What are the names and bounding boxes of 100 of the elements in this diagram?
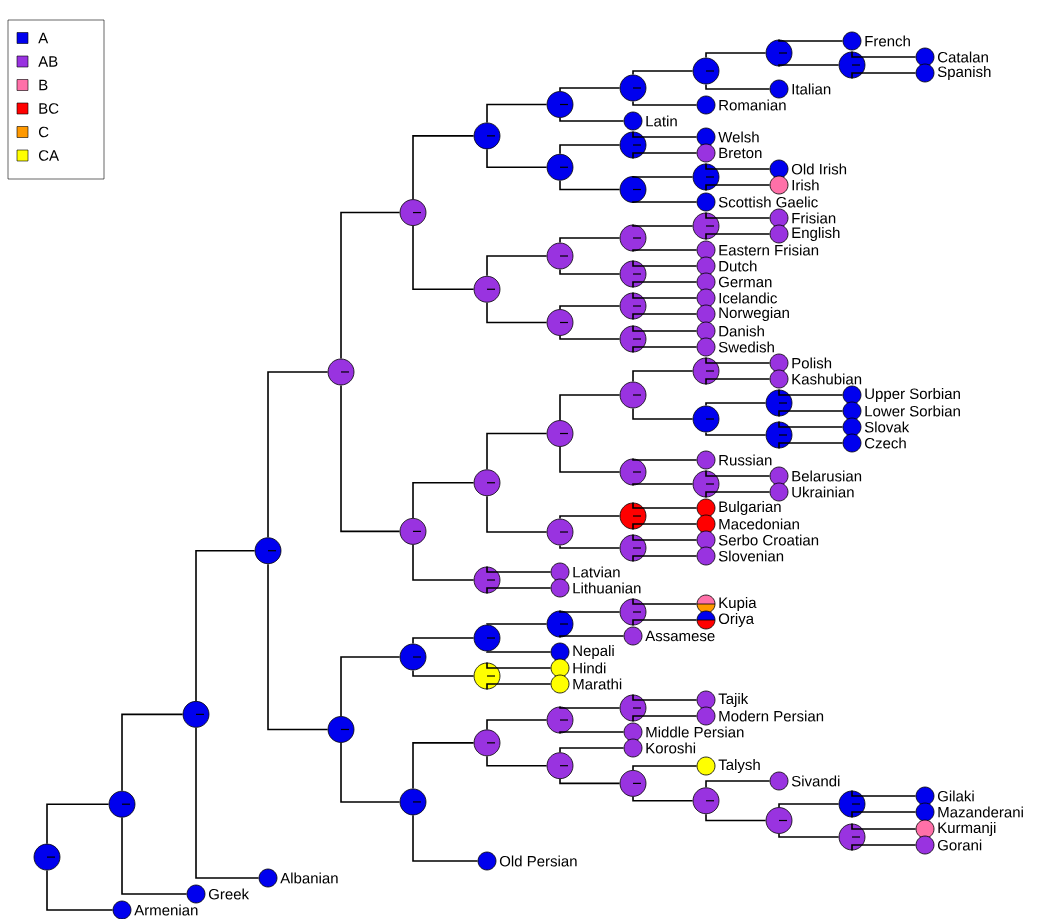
tip-circle <box>696 450 716 470</box>
tip-circle <box>623 722 643 742</box>
tip-label: Latvian <box>573 566 620 578</box>
branch-line <box>632 370 694 383</box>
branch-line <box>778 410 844 418</box>
branch-line <box>559 544 621 549</box>
branch-line <box>778 388 844 396</box>
branch-line <box>121 816 188 895</box>
pie-node <box>473 624 501 652</box>
tip-label: Kurmanji <box>938 822 996 836</box>
branch-line <box>412 481 475 519</box>
pie-node <box>399 518 427 545</box>
tip-circle <box>769 482 789 502</box>
tip-label: Old Persian <box>499 855 577 867</box>
tip-label: Assamese <box>645 630 715 642</box>
tip-circle <box>696 240 716 260</box>
tip-circle <box>112 900 132 919</box>
tip-label: Oriya <box>718 613 755 627</box>
pie-node <box>546 610 574 638</box>
tip-circle <box>915 835 935 855</box>
tip-label: Latin <box>646 115 677 127</box>
pie-node <box>838 790 866 818</box>
branch-line <box>705 469 771 477</box>
tip-circle <box>696 272 716 292</box>
branch-line <box>851 789 917 797</box>
pie-node <box>619 74 647 102</box>
tip-circle <box>769 208 789 228</box>
tip-circle <box>769 466 789 486</box>
branch-line <box>632 715 698 723</box>
tip-label: Slovenian <box>718 550 784 562</box>
branch-line <box>412 814 479 862</box>
pie-node <box>692 212 720 240</box>
legend-label: A <box>38 32 49 44</box>
tip-circle <box>842 385 862 405</box>
branch-line <box>559 335 621 340</box>
tip-label: Kashubian <box>792 373 862 385</box>
branch-line <box>632 130 698 138</box>
branch-line <box>632 100 698 106</box>
tip-label: French <box>865 35 910 47</box>
tip-label: Macedonian <box>719 518 799 530</box>
pie-node <box>546 309 574 336</box>
pie-node <box>473 275 501 303</box>
tip-circle <box>769 353 789 373</box>
tip-circle <box>915 63 935 83</box>
tip-label: Spanish <box>937 66 991 80</box>
branch-line <box>195 549 256 702</box>
tip-label: Catalan <box>938 51 988 63</box>
pie-node <box>473 122 501 150</box>
tip-circle <box>550 658 570 678</box>
tip-label: Eastern Frisian <box>719 244 819 256</box>
branch-line <box>195 726 260 879</box>
branch-line <box>267 563 329 731</box>
branch-line <box>46 803 110 845</box>
pie-node <box>546 706 574 734</box>
branch-line <box>267 371 329 539</box>
pie-node <box>619 598 647 626</box>
branch-line <box>559 778 621 785</box>
tip-label: Talysh <box>718 759 760 773</box>
tip-label: Nepali <box>573 645 614 659</box>
tip-label: Greek <box>208 888 250 900</box>
tip-circle <box>550 578 570 598</box>
pie-node <box>33 843 61 871</box>
branch-line <box>486 301 548 324</box>
branch-line <box>632 201 698 204</box>
tip-label: Scottish Gaelic <box>718 196 818 208</box>
branch-line <box>412 135 475 200</box>
branch-line <box>632 249 698 253</box>
tip-circle <box>769 369 789 389</box>
tip-circle <box>915 47 935 67</box>
branch-line <box>632 693 698 701</box>
tip-label: Belarusian <box>792 470 862 482</box>
tip-label: Ukrainian <box>792 486 854 498</box>
pie-node <box>692 57 720 85</box>
tip-circle <box>769 79 789 99</box>
tip-label: Danish <box>719 325 764 337</box>
pie-node <box>182 700 210 728</box>
branch-line <box>705 491 771 499</box>
pie-node <box>838 823 866 851</box>
branch-line <box>632 407 694 420</box>
pie-node <box>692 357 720 385</box>
pie-node <box>473 469 501 497</box>
pie-node <box>765 421 793 449</box>
pie-node <box>619 325 647 353</box>
pie-node <box>327 716 355 743</box>
branch-line <box>632 501 698 509</box>
branch-line <box>632 533 698 541</box>
tip-label: Lower Sorbian <box>865 405 960 417</box>
tip-circle <box>696 143 716 163</box>
tip-circle <box>696 321 716 341</box>
tip-label: Norwegian <box>719 307 789 321</box>
branch-line <box>632 555 698 563</box>
tip-circle <box>186 884 206 904</box>
branch-line <box>705 184 771 192</box>
pie-node <box>619 260 647 288</box>
branch-line <box>705 52 767 59</box>
tip-circle <box>696 756 716 776</box>
branch-line <box>851 72 917 80</box>
tip-circle <box>696 690 716 710</box>
branch-line <box>705 162 771 170</box>
branch-line <box>632 152 698 160</box>
